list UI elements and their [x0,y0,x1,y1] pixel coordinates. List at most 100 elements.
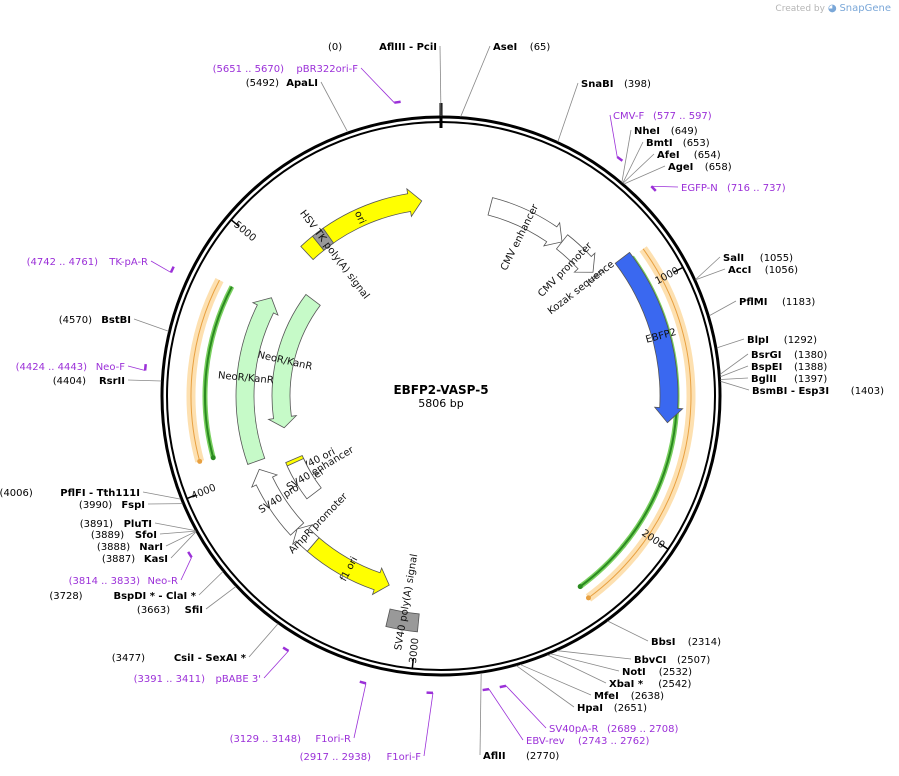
enzyme-site[interactable]: CsiI - SexAI *(3477) [112,653,247,664]
enzyme-position: (2651) [614,703,647,714]
enzyme-site[interactable]: AseI(65) [493,42,550,53]
primer-name: EGFP-N [681,183,718,194]
enzyme-name: BstBI [101,315,131,326]
primer-range: (2917 .. 2938) [300,752,372,763]
primer-site[interactable]: Neo-R(3814 .. 3833) [69,576,178,587]
enzyme-site[interactable]: XbaI *(2542) [609,679,692,690]
feature-neo-kanr-outer[interactable] [235,297,279,465]
tick-label: 4000 [190,482,218,502]
enzyme-site[interactable]: MfeI(2638) [594,691,664,702]
enzyme-site[interactable]: AccI(1056) [728,265,798,276]
primer-mark [650,185,657,192]
enzyme-position: (2542) [658,679,691,690]
enzyme-site[interactable]: AflIII - PciI(0) [328,42,437,53]
enzyme-site[interactable]: NotI(2532) [622,667,692,678]
enzyme-name: NotI [622,667,646,678]
enzyme-site[interactable]: NarI(3888) [97,542,163,553]
enzyme-site[interactable]: FspI(3990) [79,500,145,511]
enzyme-site[interactable]: PluTI(3891) [80,519,152,530]
primer-mark [169,266,175,273]
primer-site[interactable]: EBV-rev(2743 .. 2762) [526,736,650,747]
primer-name: F1ori-F [387,752,422,763]
enzyme-name: AflII [483,751,506,762]
enzyme-leader-line [198,571,224,596]
enzyme-site[interactable]: BbvCI(2507) [634,655,710,666]
enzyme-site[interactable]: PflMI(1183) [739,297,815,308]
tick-label: 5000 [231,219,258,244]
feature-sv40-promoter[interactable] [250,468,305,536]
feature-cmv-enhancer[interactable] [487,197,563,247]
enzyme-site[interactable]: SnaBI(398) [581,79,651,90]
enzyme-site[interactable]: BmtI(653) [646,138,710,149]
enzyme-leader-line [622,141,644,184]
enzyme-name: PflFI - Tth111I [60,488,140,499]
enzyme-leader-line [516,665,575,708]
enzyme-site[interactable]: BspEI(1388) [751,362,827,373]
primer-mark [282,646,290,652]
primer-layer: pBR322ori-F(5651 .. 5670) CMV-F(577 .. 59… [16,64,786,763]
primer-site[interactable]: pBABE 3'(3391 .. 3411) [134,674,261,685]
enzyme-site[interactable]: AgeI(658) [668,162,732,173]
enzyme-site[interactable]: PflFI - Tth111I(4006) [0,488,140,499]
enzyme-site[interactable]: AfeI(654) [657,150,721,161]
enzyme-site[interactable]: SfiI(3663) [137,605,203,616]
primer-site[interactable]: TK-pA-R(4742 .. 4761) [27,257,148,268]
primer-site[interactable]: Neo-F(4424 .. 4443) [16,362,126,373]
enzyme-position: (3477) [112,653,145,664]
enzyme-position: (1183) [782,297,815,308]
feature-kozak-sequence[interactable] [587,269,605,283]
feature-cmv-promoter[interactable] [555,234,596,273]
enzyme-site[interactable]: BstBI(4570) [59,315,131,326]
enzyme-name: BlpI [747,335,769,346]
enzyme-name: PluTI [124,519,152,530]
enzyme-name: BmtI [646,138,673,149]
orf-end-marker [210,455,216,461]
primer-site[interactable]: CMV-F(577 .. 597) [613,111,712,122]
tick-mark [673,266,684,273]
primer-site[interactable]: pBR322ori-F(5651 .. 5670) [213,64,359,75]
enzyme-position: (3990) [79,500,112,511]
enzyme-name: SalI [723,253,744,264]
feature-f1-ori[interactable] [306,537,390,596]
primer-site[interactable]: F1ori-F (2917 .. 2938) [300,752,422,763]
enzyme-site[interactable]: BglII(1397) [751,374,827,385]
enzyme-site[interactable]: KasI(3887) [102,554,168,565]
enzyme-site[interactable]: SfoI(3889) [91,530,157,541]
enzyme-leader-line [142,491,181,500]
orf-outline [190,279,220,462]
primer-site[interactable]: EGFP-N (716 .. 737) [681,183,786,194]
orf-line [204,286,233,458]
enzyme-site[interactable]: BbsI(2314) [651,637,721,648]
primer-name: TK-pA-R [108,257,148,268]
primer-site[interactable]: SV40pA-R(2689 .. 2708) [549,724,679,735]
enzyme-site[interactable]: NheI(649) [634,126,698,137]
enzyme-position: (2638) [631,691,664,702]
enzyme-site[interactable]: RsrII(4404) [53,376,125,387]
enzyme-site[interactable]: BspDI * - ClaI *(3728) [49,591,196,602]
enzyme-name: BsmBI - Esp3I [752,386,829,397]
feature-label-neo-kanr-outer: NeoR/KanR [217,370,274,386]
enzyme-name: BsrGI [751,350,781,361]
feature-hsv-tk-polya-signal[interactable] [311,227,335,251]
feature-ampr-promoter[interactable] [292,523,320,552]
enzyme-position: (1380) [794,350,827,361]
enzyme-leader-line [520,664,592,696]
enzyme-position: (1397) [794,374,827,385]
enzyme-site[interactable]: BlpI(1292) [747,335,817,346]
enzyme-site[interactable]: BsrGI (1380) [751,350,827,361]
enzyme-site[interactable]: BsmBI - Esp3I(1403) [752,386,884,397]
snapgene-credit: Created by ◕ SnapGene [775,3,891,14]
primer-site[interactable]: F1ori-R(3129 .. 3148) [230,734,351,745]
primer-range: (716 .. 737) [727,183,786,194]
enzyme-site[interactable]: AflII(2770) [483,751,559,762]
feature-ebfp2[interactable] [614,251,684,424]
enzyme-site[interactable]: SalI(1055) [723,253,793,264]
enzyme-site[interactable]: HpaI(2651) [577,703,647,714]
enzyme-site[interactable]: ApaLI(5492) [246,78,318,89]
enzyme-name: RsrII [99,376,125,387]
feature-neo-kanr-inner[interactable] [267,293,321,429]
feature-sv40-polya-signal[interactable] [385,608,420,633]
primer-leader-line [180,557,192,581]
enzyme-leader-line [695,268,726,281]
feature-sv40-enhancer[interactable] [286,457,322,500]
